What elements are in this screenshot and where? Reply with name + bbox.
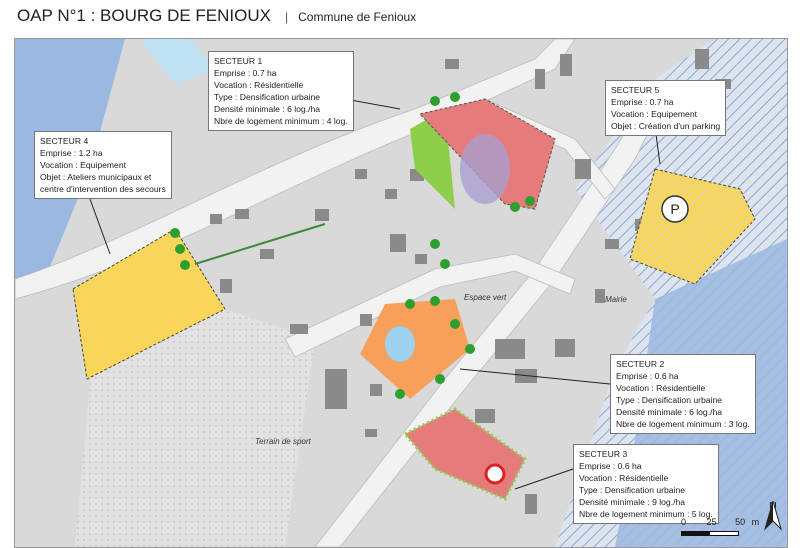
label-espace-vert: Espace vert xyxy=(464,293,507,302)
sector-line: Type : Densification urbaine xyxy=(214,92,321,102)
leader-sector-1 xyxy=(344,98,401,110)
sector-line: Nbre de logement minimum : 4 log. xyxy=(214,116,348,126)
svg-text:P: P xyxy=(670,201,679,217)
sector-line: Vocation : Résidentielle xyxy=(579,473,669,483)
sector-line: centre d'intervention des secours xyxy=(40,184,166,194)
sports-field xyxy=(75,309,315,547)
access-arrow xyxy=(194,223,326,265)
sector-title: SECTEUR 2 xyxy=(616,359,665,369)
sector-title: SECTEUR 3 xyxy=(579,449,628,459)
sector-1-infobox: SECTEUR 1 Emprise : 0.7 ha Vocation : Ré… xyxy=(208,51,354,131)
sector-5-area xyxy=(629,168,756,285)
leader-sector-3 xyxy=(514,468,574,490)
scale-tick-25: 25 xyxy=(706,517,717,527)
sector-5-infobox: SECTEUR 5 Emprise : 0.7 ha Vocation : Eq… xyxy=(605,80,727,136)
sector-title: SECTEUR 5 xyxy=(611,85,660,95)
sector-line: Type : Densification urbaine xyxy=(579,485,686,495)
road-cross xyxy=(284,253,576,358)
north-arrow-icon xyxy=(763,501,783,531)
subtitle-text: Commune de Fenioux xyxy=(298,10,417,24)
parking-icon xyxy=(661,195,689,223)
label-mairie: Mairie xyxy=(605,295,627,304)
scale-tick-50: 50 xyxy=(735,517,746,527)
sector-line: Nbre de logement minimum : 3 log. xyxy=(616,419,750,429)
sector-1-pond xyxy=(460,134,510,204)
sector-line: Vocation : Equipement xyxy=(40,160,126,170)
sector-2-area xyxy=(360,299,470,399)
sector-3-infobox: SECTEUR 3 Emprise : 0.6 ha Vocation : Ré… xyxy=(573,444,719,524)
map-canvas[interactable]: P Espace vert Mairie Terrain de sport SE… xyxy=(14,38,788,548)
sector-line: Objet : Création d'un parking xyxy=(611,121,721,131)
label-terrain-de-sport: Terrain de sport xyxy=(255,437,311,446)
sector-line: Emprise : 0.7 ha xyxy=(214,68,277,78)
sector-2-pond xyxy=(385,326,415,362)
sector-title: SECTEUR 4 xyxy=(40,136,89,146)
sector-line: Emprise : 1.2 ha xyxy=(40,148,103,158)
sector-line: Densité minimale : 6 log./ha xyxy=(616,407,723,417)
sector-line: Emprise : 0.6 ha xyxy=(616,371,679,381)
sector-line: Vocation : Equipement xyxy=(611,109,697,119)
leader-sector-4 xyxy=(89,198,111,255)
sector-line: Vocation : Résidentielle xyxy=(616,383,706,393)
sector-line: Type : Densification urbaine xyxy=(616,395,723,405)
sector-line: Vocation : Résidentielle xyxy=(214,80,304,90)
sector-line: Emprise : 0.7 ha xyxy=(611,97,674,107)
sector-line: Objet : Ateliers municipaux et xyxy=(40,172,152,182)
sector-2-infobox: SECTEUR 2 Emprise : 0.6 ha Vocation : Ré… xyxy=(610,354,756,434)
scale-tick-0: 0 xyxy=(681,517,687,527)
leader-sector-2 xyxy=(459,368,611,385)
north-arrow: N xyxy=(763,501,783,531)
recycling-icon xyxy=(484,463,506,485)
sector-title: SECTEUR 1 xyxy=(214,56,263,66)
sector-line: Nbre de logement minimum : 5 log. xyxy=(579,509,713,519)
sector-line: Densité minimale : 9 log./ha xyxy=(579,497,686,507)
scale-bar: 0 25 50 m xyxy=(681,517,759,536)
sector-4-infobox: SECTEUR 4 Emprise : 1.2 ha Vocation : Eq… xyxy=(34,131,172,199)
title-text: OAP N°1 : BOURG DE FENIOUX xyxy=(17,6,271,25)
sector-line: Emprise : 0.6 ha xyxy=(579,461,642,471)
scale-bar-graphic xyxy=(681,531,739,536)
trees xyxy=(170,92,535,399)
river-north xyxy=(140,39,215,84)
sector-line: Densité minimale : 6 log./ha xyxy=(214,104,321,114)
scale-unit: m xyxy=(751,517,760,527)
map-title: OAP N°1 : BOURG DE FENIOUX|Commune de Fe… xyxy=(17,6,417,25)
